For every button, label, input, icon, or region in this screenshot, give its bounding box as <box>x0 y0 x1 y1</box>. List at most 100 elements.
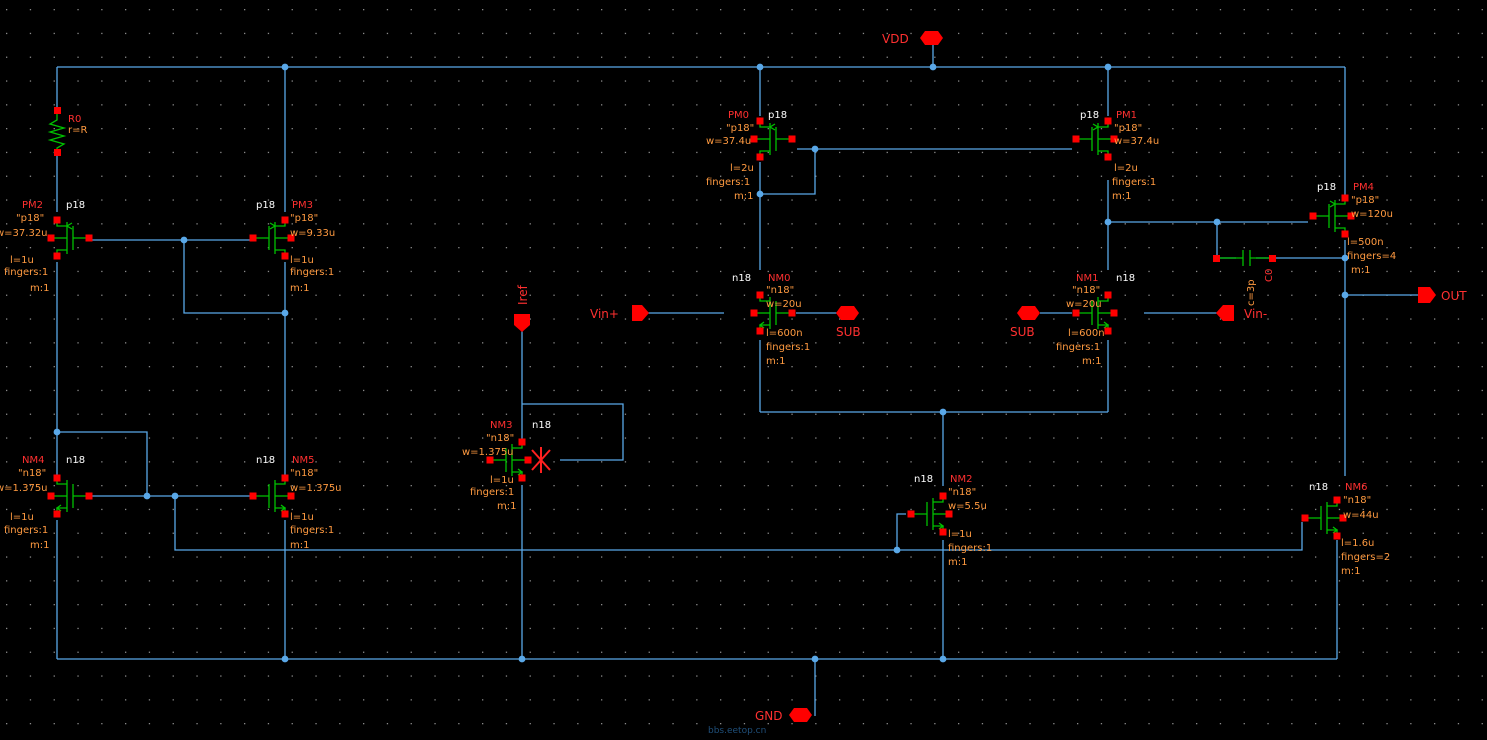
junction-dot <box>53 428 61 436</box>
nm1-drain-pin[interactable] <box>1104 291 1112 299</box>
nm2-gate-pin[interactable] <box>907 510 915 518</box>
wire-nm4-diode <box>57 431 250 497</box>
gnd-pin-shape[interactable] <box>789 708 812 722</box>
nm2-bulk-pin[interactable] <box>945 510 953 518</box>
vin-plus-pin-shape[interactable] <box>632 305 649 321</box>
nm6-source-pin[interactable] <box>1333 532 1341 540</box>
pin-sub-right[interactable]: SUB <box>1010 306 1040 339</box>
pm0-drain-pin[interactable] <box>756 117 764 125</box>
nm2-drain-pin[interactable] <box>939 492 947 500</box>
nm2-source-pin[interactable] <box>939 528 947 536</box>
pin-vin-plus[interactable]: Vin+ <box>590 305 649 321</box>
transistor-symbol <box>53 478 87 514</box>
junction-dots <box>53 63 1349 663</box>
pm2-source-pin[interactable] <box>53 252 61 260</box>
capacitor-c0[interactable]: c=3p C0 <box>1213 250 1276 306</box>
pm4-drain-pin[interactable] <box>1341 194 1349 202</box>
pm0-bulk-pin[interactable] <box>750 135 758 143</box>
device-model-quoted: "p18" <box>1351 195 1379 206</box>
r0-pin-bottom[interactable] <box>54 149 61 156</box>
nm1-source-pin[interactable] <box>1104 327 1112 335</box>
pm3-drain-pin[interactable] <box>281 216 289 224</box>
selection-cross-icon <box>531 447 551 473</box>
device-length: l=1.6u <box>1341 538 1374 549</box>
pm2-drain-pin[interactable] <box>53 216 61 224</box>
nm0-drain-pin[interactable] <box>756 291 764 299</box>
pm3-bulk-pin[interactable] <box>287 234 295 242</box>
nm5-bulk-pin[interactable] <box>287 492 295 500</box>
nm6-bulk-pin[interactable] <box>1339 514 1347 522</box>
c0-pin-right[interactable] <box>1269 255 1276 262</box>
device-model-quoted: "n18" <box>766 285 794 296</box>
pm1-drain-pin[interactable] <box>1104 117 1112 125</box>
nm1-gate-pin[interactable] <box>1072 309 1080 317</box>
nm3-bulk-pin[interactable] <box>524 456 532 464</box>
nm5-drain-pin[interactable] <box>281 474 289 482</box>
iref-pin-shape[interactable] <box>514 314 530 332</box>
nm5-source-pin[interactable] <box>281 510 289 518</box>
r0-pin-top[interactable] <box>54 107 61 114</box>
nm4-source-pin[interactable] <box>53 510 61 518</box>
nm6-gate-pin[interactable] <box>1301 514 1309 522</box>
nm5-gate-pin[interactable] <box>249 492 257 500</box>
pm4-bulk-pin[interactable] <box>1347 212 1355 220</box>
nm3-source-pin[interactable] <box>518 474 526 482</box>
pin-sub-left[interactable]: SUB <box>836 306 861 339</box>
pm0-gate-pin[interactable] <box>788 135 796 143</box>
wire-nm2-gate <box>896 513 906 550</box>
pm1-bulk-pin[interactable] <box>1110 135 1118 143</box>
pm4-source-pin[interactable] <box>1341 230 1349 238</box>
vin-minus-pin-shape[interactable] <box>1216 305 1234 321</box>
pin-vin-minus[interactable]: Vin- <box>1216 305 1267 321</box>
pin-gnd[interactable]: GND <box>755 708 812 723</box>
pm3-gate-pin[interactable] <box>249 234 257 242</box>
transistor-symbol <box>255 220 289 256</box>
pm1-gate-pin[interactable] <box>1072 135 1080 143</box>
resistor-r0[interactable]: R0 r=R <box>47 107 87 156</box>
transistor-symbol <box>756 121 790 157</box>
pm4-gate-pin[interactable] <box>1309 212 1317 220</box>
pm2-bulk-pin[interactable] <box>47 234 55 242</box>
device-multiplier: m:1 <box>1341 566 1360 577</box>
pin-iref[interactable]: Iref <box>514 284 530 332</box>
pm3-source-pin[interactable] <box>281 252 289 260</box>
pin-vdd[interactable]: VDD <box>882 31 943 46</box>
device-name: NM2 <box>950 474 972 485</box>
c0-pin-left[interactable] <box>1213 255 1220 262</box>
nm3-drain-pin[interactable] <box>518 438 526 446</box>
vdd-pin-shape[interactable] <box>920 31 943 45</box>
nm4-bulk-pin[interactable] <box>47 492 55 500</box>
wire-bias-line <box>174 496 1303 551</box>
nm3-gate-pin[interactable] <box>486 456 494 464</box>
device-model: p18 <box>1080 110 1099 121</box>
pm0-source-pin[interactable] <box>756 153 764 161</box>
nm4-gate-pin[interactable] <box>85 492 93 500</box>
nm1-bulk-pin[interactable] <box>1110 309 1118 317</box>
pm1-source-pin[interactable] <box>1104 153 1112 161</box>
device-fingers: fingers=2 <box>1341 552 1390 563</box>
nm4-drain-pin[interactable] <box>53 474 61 482</box>
nm0-gate-pin[interactable] <box>788 309 796 317</box>
sub-left-pin-shape[interactable] <box>836 306 859 320</box>
sub-right-pin-shape[interactable] <box>1017 306 1040 320</box>
out-pin-shape[interactable] <box>1418 287 1436 303</box>
nm6-drain-pin[interactable] <box>1333 496 1341 504</box>
device-multiplier: m:1 <box>948 557 967 568</box>
pm2-gate-pin[interactable] <box>85 234 93 242</box>
pin-out[interactable]: OUT <box>1418 287 1467 303</box>
nm0-source-pin[interactable] <box>756 327 764 335</box>
nm0-bulk-pin[interactable] <box>750 309 758 317</box>
